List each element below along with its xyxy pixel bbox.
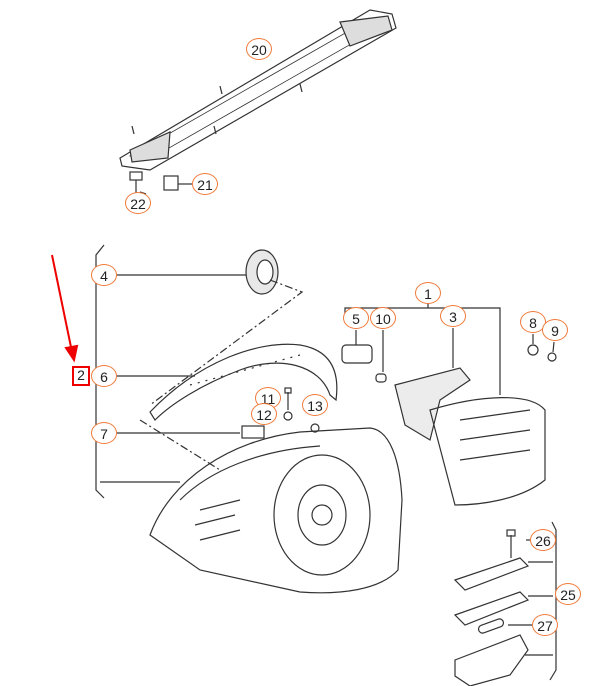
part-27-bulb — [477, 618, 505, 634]
part-11-screw — [284, 387, 292, 410]
license-lamp-gasket — [453, 591, 530, 626]
part-10-bulb — [375, 373, 387, 383]
callout-7: 7 — [91, 422, 117, 444]
callout-6: 6 — [91, 365, 117, 387]
part-7-connector — [241, 425, 265, 439]
part-13-nut — [310, 423, 320, 433]
callout-5: 5 — [343, 307, 369, 329]
callout-3: 3 — [440, 305, 466, 327]
callout-13: 13 — [302, 394, 328, 416]
callout-12: 12 — [251, 403, 277, 425]
inner-tail-lamp — [429, 397, 546, 506]
callout-25: 25 — [555, 583, 581, 605]
part-9-washer — [547, 352, 557, 362]
part-22-screw — [129, 171, 143, 194]
callout-21: 21 — [192, 173, 218, 195]
part-21-clip — [163, 175, 179, 191]
part-6-seal — [149, 343, 338, 421]
callout-22: 22 — [125, 192, 151, 214]
part-12-nut — [283, 411, 293, 421]
part-26-screw — [506, 529, 516, 558]
part-3-gasket — [394, 367, 471, 441]
callout-27: 27 — [532, 614, 558, 636]
part-5-bulb-holder — [341, 344, 373, 364]
license-lamp-lens — [453, 557, 530, 591]
callout-4: 4 — [91, 264, 117, 286]
license-lamp-housing — [454, 634, 529, 686]
tail-lamp-housing — [149, 427, 403, 594]
part-4-gasket — [245, 249, 279, 295]
callout-2-highlighted: 2 — [72, 366, 90, 386]
callout-20: 20 — [246, 38, 272, 60]
part-20-reflector — [119, 9, 397, 171]
callout-9: 9 — [542, 319, 568, 341]
callout-10: 10 — [370, 307, 396, 329]
part-8-nut — [527, 344, 539, 356]
callout-1: 1 — [415, 282, 441, 304]
red-arrow-icon — [51, 254, 79, 363]
callout-26: 26 — [530, 529, 556, 551]
